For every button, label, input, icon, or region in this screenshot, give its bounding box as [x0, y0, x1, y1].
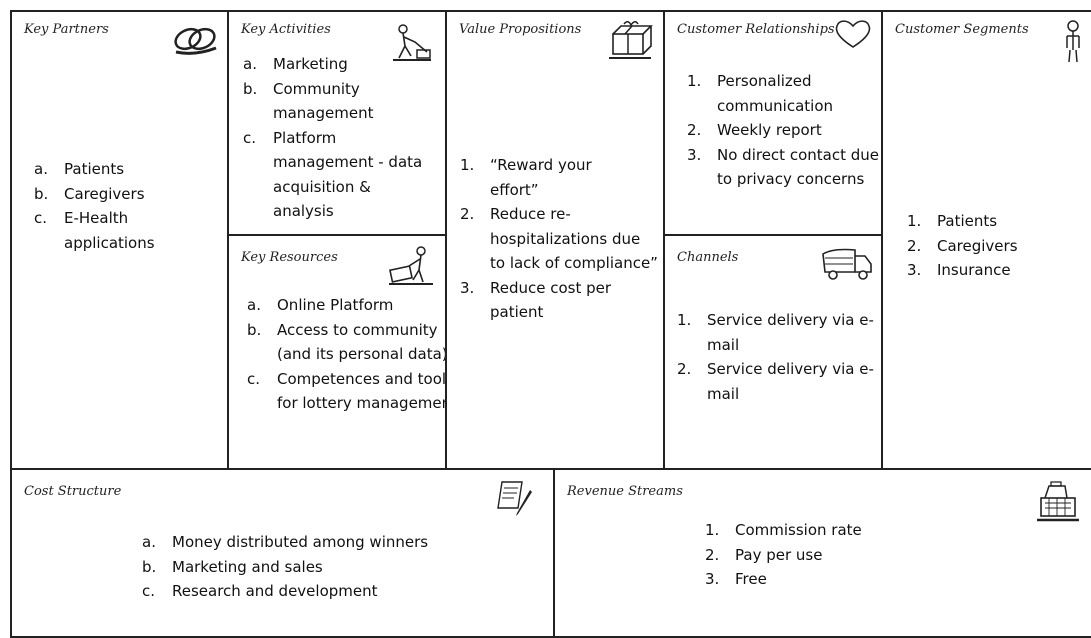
list-item: a.Online Platform — [247, 296, 394, 314]
key-partners-title: Key Partners — [24, 22, 109, 37]
list-item: 2.Pay per use — [705, 545, 823, 564]
heart-icon — [833, 18, 873, 50]
list-item: 3.Free — [705, 570, 767, 588]
list-item: c.Platform management - data acquisition… — [243, 128, 423, 221]
channels-list: 1.Service delivery via e-mail 2.Service … — [677, 308, 874, 406]
list-item: 1.Patients — [907, 212, 998, 230]
factory-worker-icon — [387, 244, 435, 288]
list-item: 3.No direct contact due to privacy conce… — [687, 145, 879, 189]
value-propositions-block: Value Propositions 1.“Reward your effort… — [445, 10, 665, 470]
key-activities-list: a.Marketing b.Community management c.Pla… — [243, 52, 439, 224]
list-item: 1.Commission rate — [705, 521, 862, 539]
list-item: 2.Weekly report — [687, 121, 822, 139]
worker-icon — [389, 22, 433, 64]
cash-register-icon — [1035, 478, 1083, 524]
customer-relationships-title: Customer Relationships — [677, 22, 835, 37]
cost-structure-title: Cost Structure — [24, 484, 122, 499]
list-item: 1.“Reward your effort” — [460, 156, 592, 199]
list-item: 1.Personalized communication — [687, 72, 834, 115]
list-item: 3.Reduce cost per patient — [460, 278, 612, 322]
truck-icon — [819, 246, 875, 282]
key-activities-block: Key Activities a.Marketing b.Community m… — [227, 10, 447, 236]
channels-block: Channels 1.Service delivery via e-mail 2… — [663, 234, 883, 470]
list-item: 2.Reduce re-hospitalizations due to lack… — [460, 205, 658, 272]
list-item: c.E-Health applications — [34, 209, 155, 252]
list-item: 1.Service delivery via e-mail — [677, 311, 874, 354]
revenue-streams-block: Revenue Streams 1.Commission rate 2.Pay … — [553, 468, 1091, 638]
customer-segments-title: Customer Segments — [895, 22, 1029, 37]
key-resources-list: a.Online Platform b.Access to community … — [247, 293, 457, 416]
customer-segments-list: 1.Patients 2.Caregivers 3.Insurance — [907, 209, 1087, 283]
revenue-streams-title: Revenue Streams — [567, 484, 683, 499]
key-resources-title: Key Resources — [241, 250, 338, 265]
list-item: 2.Caregivers — [907, 236, 1018, 255]
list-item: b.Caregivers — [34, 184, 145, 203]
customer-relationships-list: 1.Personalized communication 2.Weekly re… — [687, 69, 879, 192]
key-partners-block: Key Partners a.Patients b.Caregivers c.E… — [10, 10, 229, 470]
value-propositions-list: 1.“Reward your effort” 2.Reduce re-hospi… — [460, 153, 658, 325]
list-item: c.Competences and tools for lottery mana… — [247, 369, 458, 413]
revenue-streams-list: 1.Commission rate 2.Pay per use 3.Free — [705, 518, 965, 592]
list-item: a.Money distributed among winners — [142, 533, 429, 551]
list-item: b.Marketing and sales — [142, 557, 323, 576]
key-activities-title: Key Activities — [241, 22, 331, 37]
cost-structure-list: a.Money distributed among winners b.Mark… — [142, 530, 462, 604]
list-item: 2.Service delivery via e-mail — [677, 360, 874, 403]
person-icon — [1063, 20, 1087, 64]
cost-structure-block: Cost Structure a.Money distributed among… — [10, 468, 555, 638]
gift-icon — [607, 20, 653, 60]
chain-links-icon — [170, 22, 220, 56]
list-item: b.Community management — [243, 79, 374, 123]
customer-relationships-block: Customer Relationships 1.Personalized co… — [663, 10, 883, 236]
list-item: b.Access to community (and its personal … — [247, 320, 448, 364]
pen-note-icon — [496, 478, 536, 518]
channels-title: Channels — [677, 250, 739, 265]
customer-segments-block: Customer Segments 1.Patients 2.Caregiver… — [881, 10, 1091, 470]
value-propositions-title: Value Propositions — [459, 22, 582, 37]
key-partners-list: a.Patients b.Caregivers c.E-Health appli… — [34, 157, 214, 255]
list-item: a.Marketing — [243, 55, 348, 73]
list-item: a.Patients — [34, 160, 125, 178]
key-resources-block: Key Resources a.Online Platform b.Access… — [227, 234, 457, 470]
list-item: c.Research and development — [142, 582, 378, 600]
list-item: 3.Insurance — [907, 261, 1011, 279]
